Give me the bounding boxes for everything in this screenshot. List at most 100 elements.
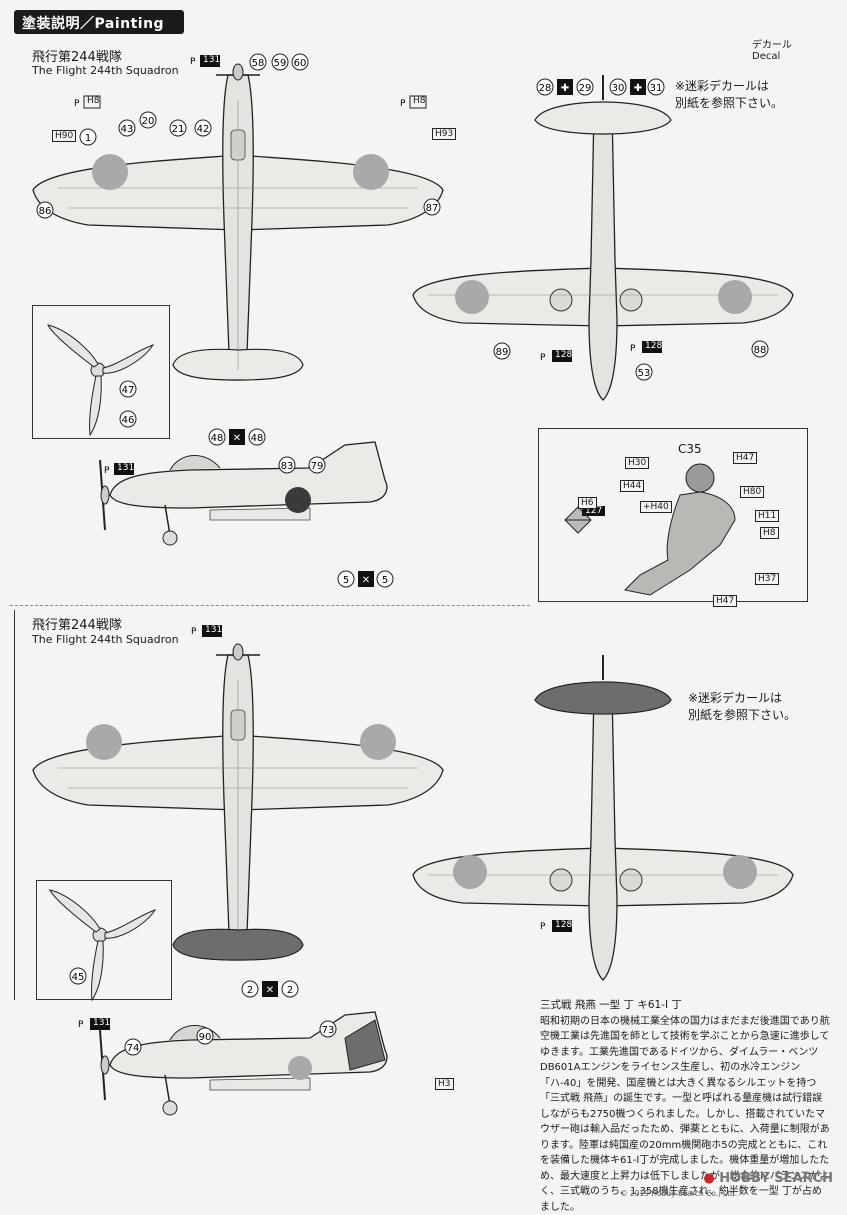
svg-text:31: 31: [650, 83, 663, 94]
svg-text:60: 60: [294, 58, 307, 69]
svg-text:48: 48: [211, 433, 224, 444]
callout-73: 73: [320, 1021, 336, 1037]
callout-53: 53: [636, 364, 652, 380]
figure-paint-label: H47: [713, 595, 737, 607]
callout-87: 87: [424, 199, 440, 215]
pilot-figure: [565, 464, 735, 595]
paint-h8-1: H8: [87, 96, 100, 106]
decal-marker-5: 5✕5: [338, 571, 393, 587]
svg-text:21: 21: [172, 124, 185, 135]
figure-paint-label: H37: [755, 573, 779, 585]
svg-text:74: 74: [127, 1043, 140, 1054]
decal-marker-2: 2 ✕ 2: [242, 981, 298, 997]
figure-paint-label: H11: [755, 510, 779, 522]
svg-text:5: 5: [343, 575, 349, 586]
svg-text:2: 2: [247, 985, 253, 996]
callout-45: 45: [70, 968, 86, 984]
svg-text:90: 90: [199, 1032, 212, 1043]
callout-47: 47: [120, 381, 136, 397]
figure-paint-label: +H40: [640, 501, 672, 513]
svg-text:59: 59: [274, 58, 287, 69]
svg-text:73: 73: [322, 1025, 335, 1036]
callout-83: 83: [279, 457, 295, 473]
svg-text:43: 43: [121, 124, 134, 135]
svg-text:P: P: [540, 353, 546, 363]
roundel-top-right-1: [353, 154, 389, 190]
callout-74: 74: [125, 1039, 141, 1055]
propeller-1: [48, 325, 153, 435]
watermark: ● HOBBY SEARCH: [703, 1171, 833, 1186]
svg-text:✕: ✕: [233, 433, 241, 444]
svg-text:✚: ✚: [634, 83, 642, 94]
callout-1: 1: [80, 129, 96, 145]
svg-text:2: 2: [287, 985, 293, 996]
callout-88: 88: [752, 341, 768, 357]
figure-paint-label: H6: [578, 497, 597, 509]
top-view-1: [33, 64, 443, 380]
svg-text:42: 42: [197, 124, 210, 135]
callout-86: 86: [37, 202, 53, 218]
top-view-2: [33, 644, 443, 960]
paint-c131-2: 131: [117, 463, 134, 473]
svg-text:P: P: [190, 57, 196, 67]
callout-59: 59: [272, 54, 288, 70]
svg-text:79: 79: [311, 461, 324, 472]
svg-text:1: 1: [85, 133, 91, 144]
paint-c131-3: 131: [205, 625, 222, 635]
figure-paint-label: H47: [733, 452, 757, 464]
svg-text:20: 20: [142, 116, 155, 127]
svg-text:45: 45: [72, 972, 85, 983]
svg-text:47: 47: [122, 385, 135, 396]
svg-text:5: 5: [382, 575, 388, 586]
svg-text:P: P: [104, 466, 110, 476]
figure-paint-label: H80: [740, 486, 764, 498]
callout-79: 79: [309, 457, 325, 473]
figure-paint-label: H30: [625, 457, 649, 469]
description-title: 三式戦 飛燕 一型 丁 キ61-I 丁: [540, 998, 830, 1014]
svg-text:53: 53: [638, 368, 651, 379]
svg-text:P: P: [540, 922, 546, 932]
callout-60: 60: [292, 54, 308, 70]
bottom-view-1: [413, 75, 793, 400]
svg-text:58: 58: [252, 58, 265, 69]
decal-marker-28: 28 ✚ 29: [537, 79, 593, 95]
callout-21: 21: [170, 120, 186, 136]
callout-90: 90: [197, 1028, 213, 1044]
svg-text:88: 88: [754, 345, 767, 356]
decal-marker-30: 30 ✚ 31: [610, 79, 664, 95]
svg-text:29: 29: [579, 83, 592, 94]
callout-20: 20: [140, 112, 156, 128]
paint-c131-1: 131: [203, 55, 220, 65]
svg-text:✚: ✚: [561, 83, 569, 94]
paint-c131-4: 131: [93, 1018, 110, 1028]
svg-text:83: 83: [281, 461, 294, 472]
roundel-top-left-1: [92, 154, 128, 190]
side-view-1: [100, 442, 387, 545]
svg-text:30: 30: [612, 83, 625, 94]
svg-text:✕: ✕: [266, 985, 274, 996]
copyright: © 2019 Hobby Search Co., Ltd.: [620, 1189, 737, 1198]
propeller-2: [50, 890, 155, 1000]
callout-89: 89: [494, 343, 510, 359]
svg-text:P: P: [400, 99, 406, 109]
svg-text:48: 48: [251, 433, 264, 444]
paint-c128-3: 128: [555, 920, 572, 930]
svg-text:87: 87: [426, 203, 439, 214]
callout-58: 58: [250, 54, 266, 70]
callout-42: 42: [195, 120, 211, 136]
decal-marker-48: 48 ✕ 48: [209, 429, 265, 445]
svg-text:P: P: [74, 99, 80, 109]
svg-text:46: 46: [122, 415, 135, 426]
svg-text:89: 89: [496, 347, 509, 358]
paint-h93-1: H93: [432, 128, 456, 140]
callout-46: 46: [120, 411, 136, 427]
svg-text:P: P: [78, 1020, 84, 1030]
paint-c128-1: 128: [555, 350, 572, 360]
svg-text:P: P: [630, 344, 636, 354]
svg-text:28: 28: [539, 83, 552, 94]
paint-h90-1: H90: [52, 130, 76, 142]
paint-h8-2: H8: [413, 96, 426, 106]
callout-43: 43: [119, 120, 135, 136]
figure-paint-label: H44: [620, 480, 644, 492]
svg-text:P: P: [191, 627, 197, 637]
